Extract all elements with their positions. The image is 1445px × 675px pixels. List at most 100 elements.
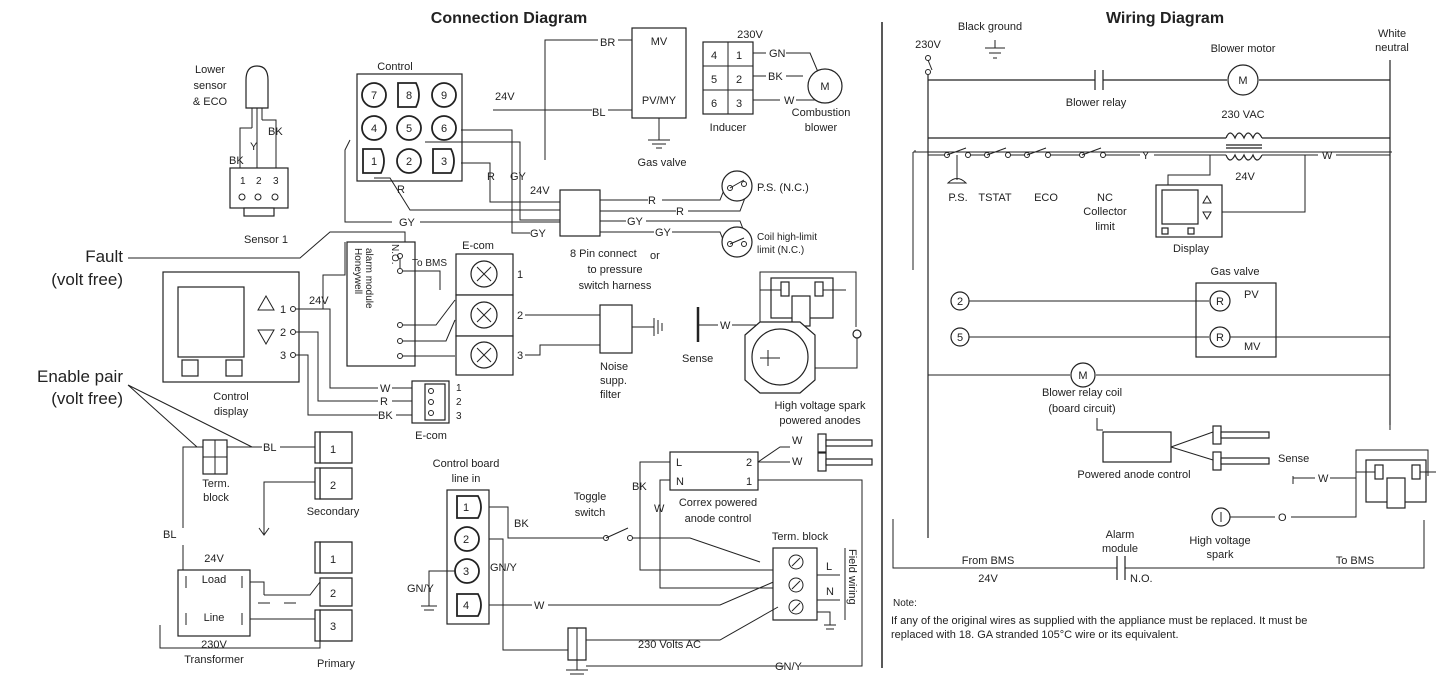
hv-spark-label-2: powered anodes: [779, 415, 861, 427]
from-bms-24v: 24V: [978, 573, 998, 585]
ecom-bottom-pin-3: 3: [456, 411, 462, 422]
anode-control-box: [1102, 431, 1172, 463]
secondary-pin-2: 2: [330, 480, 336, 492]
inducer-wire-gn: GN: [769, 48, 786, 60]
wiring-sense-w: W: [1318, 473, 1329, 485]
ecom-top-title: E-com: [462, 240, 494, 252]
pin8-label-or: or: [650, 250, 660, 262]
wire-bl-left: BL: [163, 529, 176, 541]
blower-motor-m: M: [1238, 75, 1247, 87]
wiring-sense-label: Sense: [1278, 453, 1309, 465]
control-pin-label-3: 3: [441, 156, 447, 168]
sensor-wire-bk-2: BK: [229, 155, 244, 167]
inducer-label: Inducer: [710, 122, 747, 134]
ps-switch-icon: [946, 155, 968, 184]
hv-spark-label-1: High voltage spark: [774, 400, 866, 412]
control-pin-4: [361, 115, 387, 141]
inducer-motor-m: M: [820, 81, 829, 93]
ecom-top-pin-3: 3: [517, 350, 523, 362]
blower-label-1: Combustion: [792, 107, 851, 119]
wiring-gv-mv: MV: [1244, 341, 1261, 353]
control-display-label-1: Control: [213, 391, 248, 403]
honeywell-box: [346, 241, 416, 367]
control-display: Control display 1 2 3 24V: [162, 242, 378, 418]
enable-label-sub: (volt free): [51, 389, 123, 408]
wire-gy-4: GY: [627, 216, 644, 228]
sensor-term-1: 1: [240, 176, 246, 187]
inducer-pin-2: 2: [736, 74, 742, 86]
control-pin-label-2: 2: [406, 156, 412, 168]
cb-bk: BK: [514, 518, 529, 530]
from-bms-label: From BMS: [962, 555, 1015, 567]
wiring-hv-label-2: spark: [1207, 549, 1234, 561]
ecom-bottom-wire-r: R: [380, 396, 388, 408]
nc-label-2: Collector: [1083, 206, 1127, 218]
toggle-switch: [605, 527, 629, 539]
pin8-label-3: switch harness: [579, 280, 652, 292]
coil-high-limit-icon: [721, 226, 753, 258]
switch-eco: ECO: [1034, 192, 1058, 204]
switch-tstat: TSTAT: [978, 192, 1011, 204]
coil-label-1: Coil high-limit: [757, 232, 817, 243]
cb-w: W: [534, 600, 545, 612]
transformer-line: Line: [204, 612, 225, 624]
wiring-hv-label-1: High voltage: [1189, 535, 1250, 547]
note-line-1: If any of the original wires as supplied…: [891, 615, 1307, 627]
ecom-bottom-title: E-com: [415, 430, 447, 442]
field-wiring-label: Field wiring: [846, 549, 858, 605]
wiring-gas-valve-box: [1195, 282, 1277, 358]
combustion-blower-motor-icon: [807, 68, 843, 104]
honeywell-no: N.O.: [389, 244, 400, 265]
sensor-term-2: 2: [256, 176, 262, 187]
transformer-label: Transformer: [184, 654, 244, 666]
control-board-line-in: Control board line in 1 2 3 4 GN/Y BK GN…: [407, 458, 779, 651]
correx-w: W: [654, 503, 665, 515]
transformer-230v: 230V: [201, 639, 227, 651]
control-pin-label-9: 9: [441, 90, 447, 102]
cb-pin-1: 1: [463, 502, 469, 514]
ecom-top-pin-1: 1: [517, 269, 523, 281]
wiring-node-2: 2: [957, 296, 963, 308]
relay-coil-m: M: [1078, 370, 1087, 382]
connection-diagram: Connection Diagram Lower sensor & ECO BK…: [37, 10, 873, 675]
cb-gny-right: GN/Y: [490, 562, 518, 574]
pressure-switch-icon: [721, 170, 753, 202]
ecom-bottom-wire-bk: BK: [378, 410, 393, 422]
control-pin-8: [397, 82, 420, 108]
noise-label-1: Noise: [600, 361, 628, 373]
display-label: Display: [1173, 243, 1210, 255]
ecom-bottom-pin-2: 2: [456, 397, 462, 408]
control-wiring: 24V GY GY R R 24V GY R R GY GY P.S. (N.C…: [344, 91, 817, 292]
wire-bl-top: BL: [263, 442, 276, 454]
fault-label-sub: (volt free): [51, 270, 123, 289]
control-pin-label-7: 7: [371, 90, 377, 102]
8-pin-connector: [559, 189, 601, 237]
black-ground-label: Black ground: [958, 21, 1022, 33]
alarm-label-2: module: [1102, 543, 1138, 555]
control-display-label-2: display: [214, 406, 249, 418]
term-block-right-label: Term. block: [772, 531, 829, 543]
wire-gy-5: GY: [655, 227, 672, 239]
noise-filter: Noise supp. filter Sense W High voltage …: [599, 271, 866, 427]
wire-r-1: R: [487, 171, 495, 183]
primary-pin-1: 1: [330, 554, 336, 566]
control-pin-2: [396, 148, 422, 174]
inducer-wire-w: W: [784, 95, 795, 107]
term-block-l: L: [826, 561, 832, 573]
white-neutral-1: White: [1378, 28, 1406, 40]
note-head: Note:: [893, 598, 917, 609]
wiring-o: O: [1278, 512, 1287, 524]
cb-pin-3: 3: [463, 566, 469, 578]
annotations-left: Fault (volt free) Enable pair (volt free…: [37, 231, 406, 448]
cb-pin-2: 2: [463, 534, 469, 546]
ecom-bottom-pin-1: 1: [456, 383, 462, 394]
pin8-label-1: 8 Pin connect: [570, 248, 637, 260]
sensor-probe: [245, 65, 269, 109]
blower-motor-icon: [1227, 64, 1259, 96]
coil-label-2: limit (N.C.): [757, 245, 804, 256]
correx-pin-2: 2: [746, 457, 752, 469]
control-pin-label-4: 4: [371, 123, 377, 135]
blower-label-2: blower: [805, 122, 838, 134]
sensor-wire-y: Y: [250, 141, 258, 153]
